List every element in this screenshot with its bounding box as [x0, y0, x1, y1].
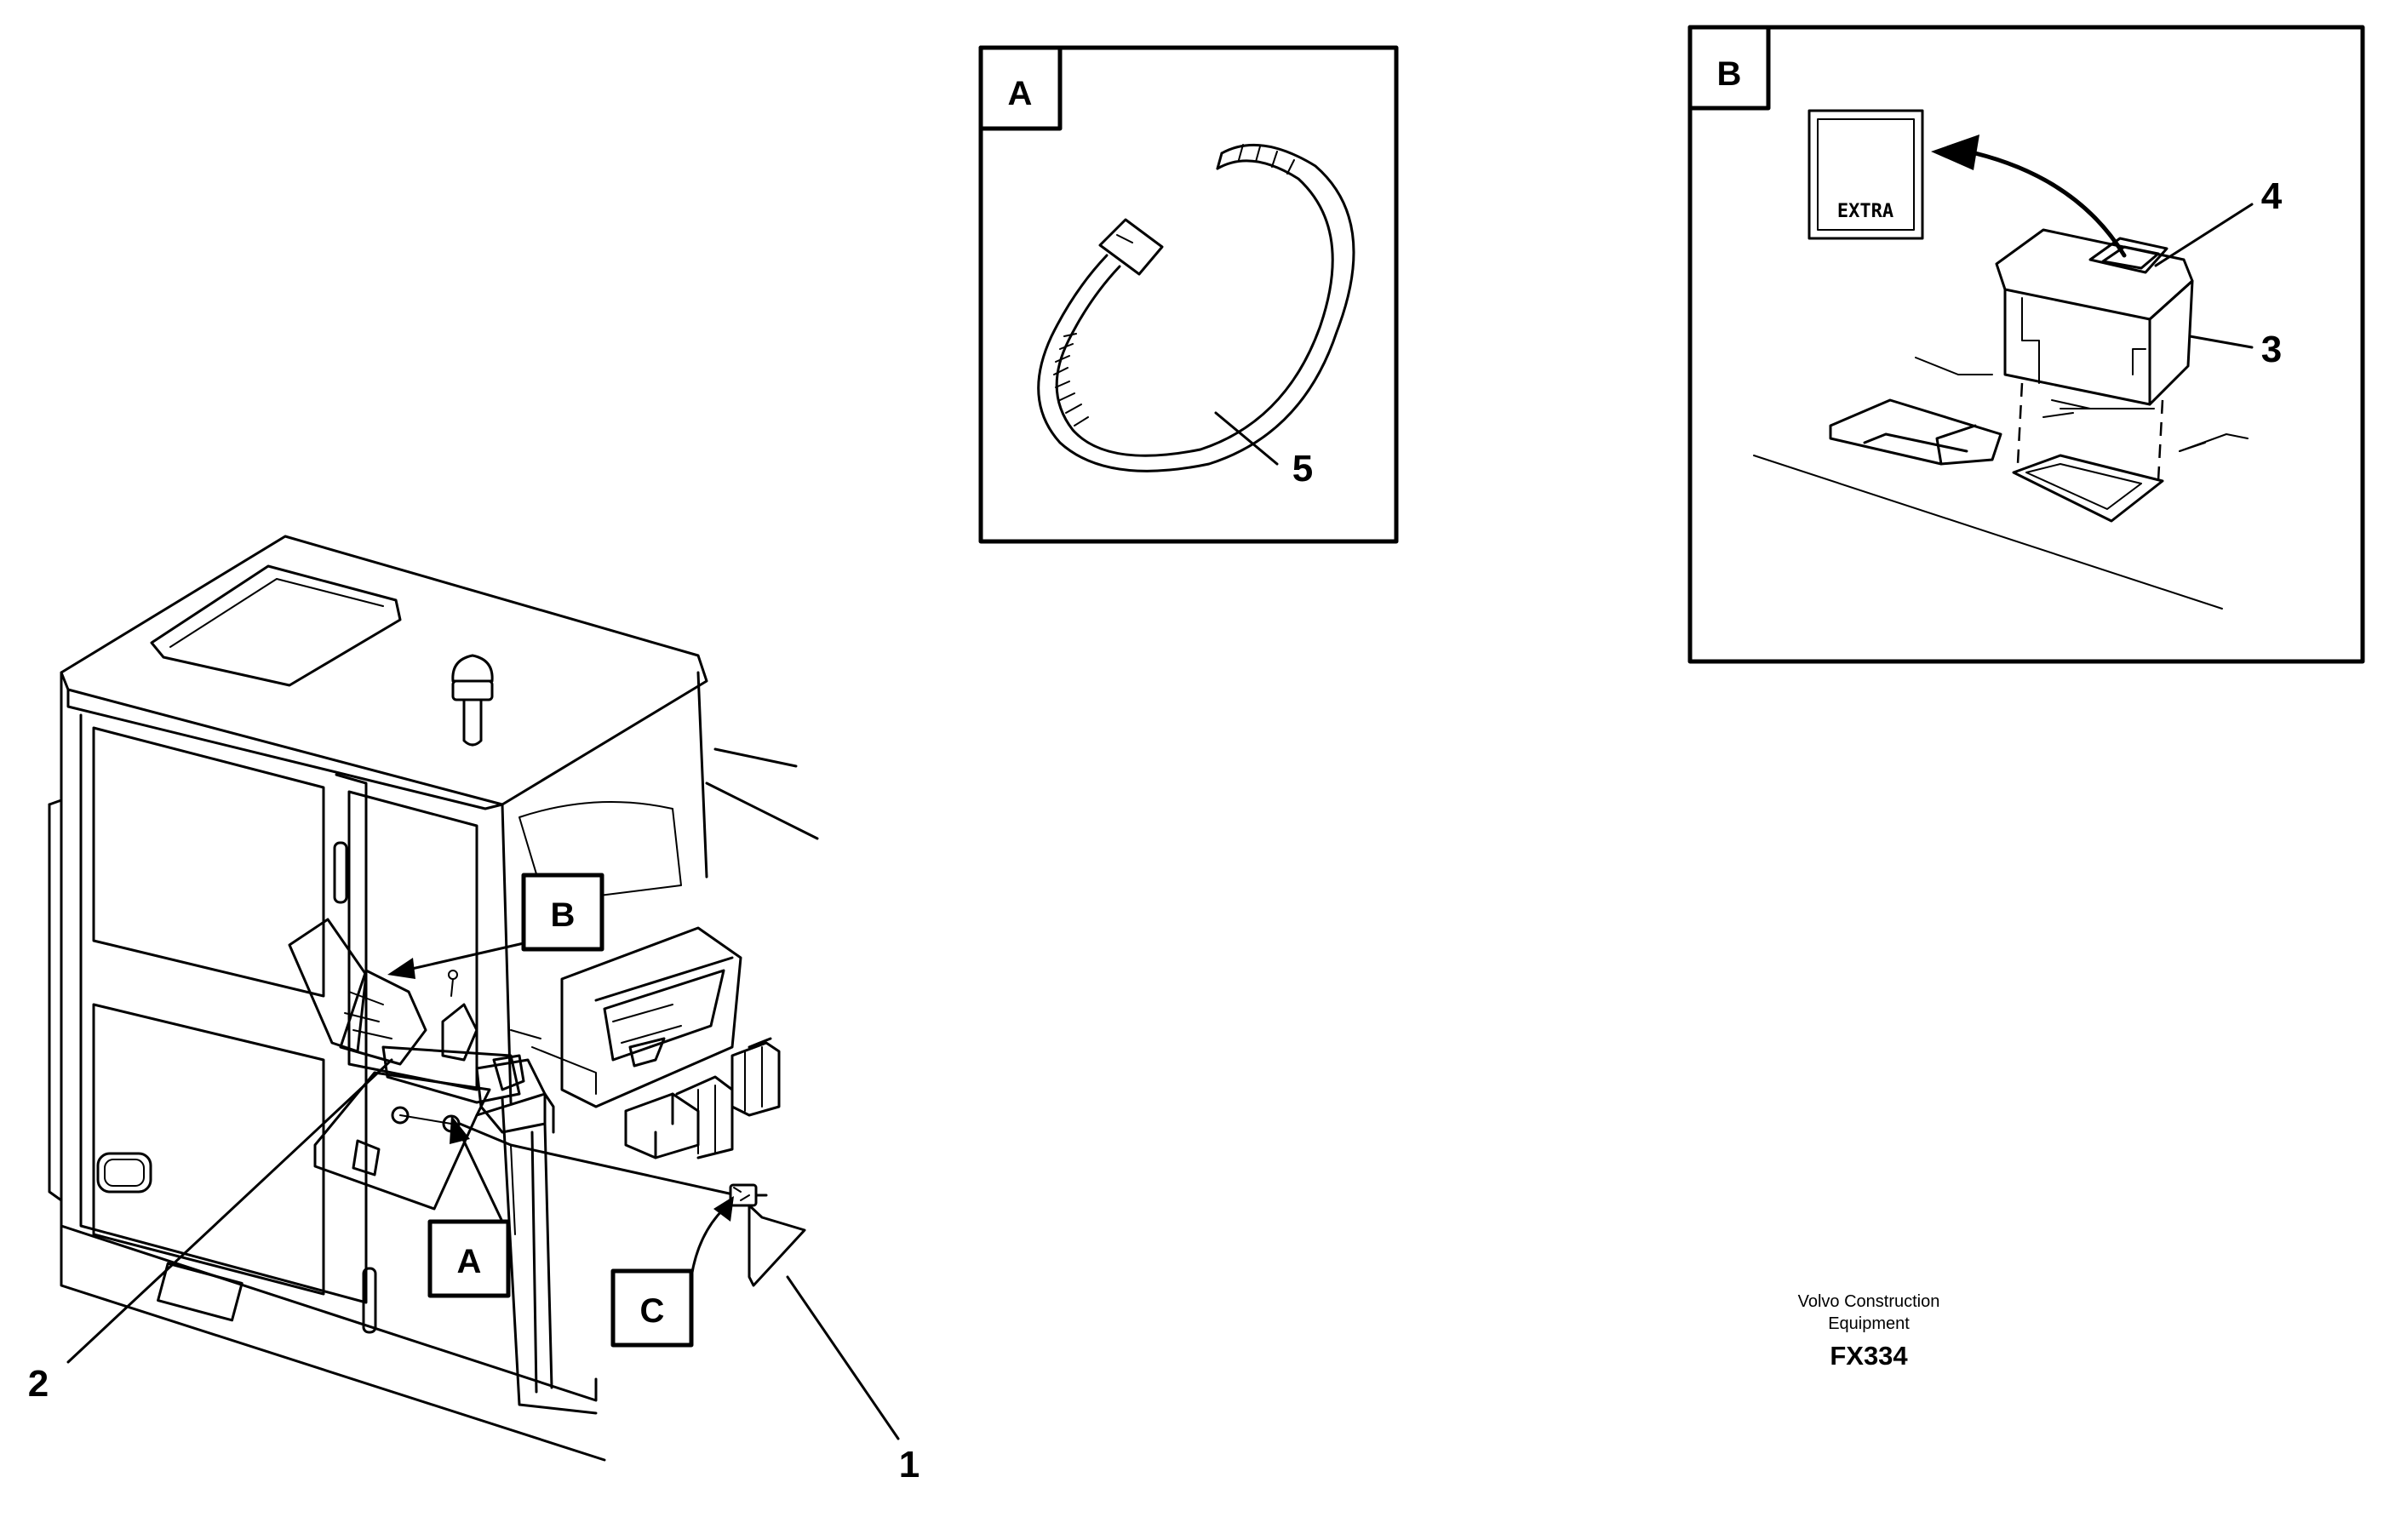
leader-a — [458, 1131, 504, 1223]
credit-block: Volvo Construction Equipment FX334 — [1798, 1292, 1940, 1371]
extra-decal: EXTRA — [1808, 109, 1924, 240]
detail-a-tag — [978, 45, 1063, 131]
callout-5: 5 — [1292, 448, 1313, 489]
callout-4: 4 — [2261, 175, 2283, 217]
adjacent-switch — [1829, 398, 2002, 466]
credit-line-1: Volvo Construction — [1798, 1292, 1940, 1311]
wall-switch-panel — [560, 926, 742, 1108]
view-tag-a-text: A — [457, 1243, 482, 1280]
view-tag-a: A — [427, 1219, 511, 1298]
install-arrow — [1973, 151, 2127, 258]
leader-4 — [2154, 203, 2254, 267]
view-tag-b: B — [521, 873, 604, 952]
leader-3 — [2188, 335, 2254, 349]
leader-b — [403, 942, 525, 972]
install-arrowhead — [1931, 135, 1979, 170]
detail-b-label: B — [1717, 55, 1742, 93]
callout-2: 2 — [28, 1363, 49, 1405]
callout-1: 1 — [899, 1444, 920, 1486]
view-tag-c-text: C — [640, 1292, 665, 1330]
fuse-boxes — [624, 1037, 781, 1159]
detail-a-frame — [978, 45, 1399, 544]
leader-2 — [66, 1058, 393, 1364]
view-tag-c: C — [610, 1268, 694, 1348]
cab-illustration — [48, 535, 819, 1462]
connector-c-part — [729, 1183, 768, 1207]
detail-view-b: B EXTRA 4 3 — [1687, 25, 2365, 664]
view-tag-b-text: B — [551, 896, 576, 934]
leader-c — [690, 1207, 725, 1279]
callout-3: 3 — [2261, 329, 2282, 370]
leader-1 — [786, 1275, 900, 1440]
detail-a-label: A — [1008, 75, 1033, 112]
leader-a-arrowhead — [450, 1115, 470, 1144]
credit-line-2: Equipment — [1828, 1314, 1910, 1333]
detail-view-a: A 5 — [978, 45, 1399, 544]
figure-code: FX334 — [1830, 1341, 1908, 1371]
leader-b-arrowhead — [387, 958, 415, 979]
detail-b-tag — [1687, 25, 1771, 111]
panel-cutout — [2012, 454, 2164, 523]
leader-c-arrowhead — [713, 1196, 734, 1222]
cable-tie-illustration — [1037, 143, 1355, 472]
detail-b-frame — [1687, 25, 2365, 664]
beacon-light — [451, 654, 494, 747]
extra-decal-text: EXTRA — [1837, 201, 1893, 222]
rocker-switch — [1995, 228, 2194, 406]
leader-5 — [1214, 411, 1279, 466]
